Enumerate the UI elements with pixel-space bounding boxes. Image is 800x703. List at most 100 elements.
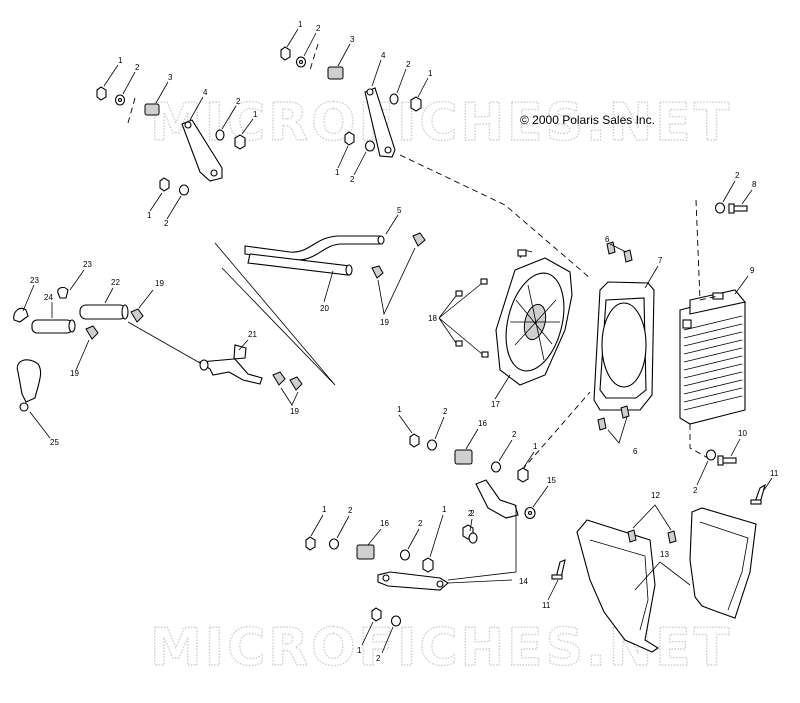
hose-clamp <box>85 325 99 340</box>
nut <box>410 96 422 112</box>
clip-25 <box>16 359 42 403</box>
callout-2: 2 <box>348 506 353 515</box>
callout-14: 14 <box>519 577 528 586</box>
watermark-top: MICROFICHES.NET <box>150 93 732 153</box>
hose-connector-24 <box>31 319 73 334</box>
nut <box>371 607 382 622</box>
callout-2: 2 <box>468 509 473 518</box>
callout-1: 1 <box>335 168 340 177</box>
callout-1: 1 <box>118 56 123 65</box>
mount-bracket <box>377 571 449 591</box>
callout-19: 19 <box>290 407 299 416</box>
mount-bracket <box>364 87 396 158</box>
rubber-mount-16 <box>454 449 473 465</box>
callout-6: 6 <box>605 235 610 244</box>
callout-3: 3 <box>350 35 355 44</box>
washer <box>328 538 340 550</box>
callout-1: 1 <box>298 20 303 29</box>
callout-17: 17 <box>491 400 500 409</box>
coolant-hose-group: 5 20 19 <box>214 206 426 386</box>
callout-12: 12 <box>651 491 660 500</box>
coolant-hose-5 <box>244 235 383 261</box>
washer <box>705 449 717 461</box>
callout-11: 11 <box>770 469 779 478</box>
middle-lower-mount-group: 1 2 16 2 1 15 2 <box>397 405 556 544</box>
callout-21: 21 <box>248 330 257 339</box>
tee-fitting-21 <box>198 344 263 385</box>
callout-7: 7 <box>658 256 663 265</box>
rubber-mount-16 <box>356 544 375 560</box>
callout-20: 20 <box>320 304 329 313</box>
callout-9: 9 <box>750 266 755 275</box>
callout-2: 2 <box>735 171 740 180</box>
callout-24: 24 <box>44 293 53 302</box>
callout-3: 3 <box>168 73 173 82</box>
nut <box>96 86 107 101</box>
screw <box>481 351 489 358</box>
left-fittings-group: 23 23 24 22 19 19 21 19 25 <box>13 260 303 447</box>
clip <box>623 249 633 263</box>
callout-6: 6 <box>633 447 638 456</box>
callout-19: 19 <box>155 279 164 288</box>
washer <box>389 93 399 105</box>
callout-25: 25 <box>50 438 59 447</box>
mount-bracket <box>475 479 519 519</box>
washer <box>490 461 502 473</box>
radiator-group: 2 8 9 10 2 11 <box>679 171 779 505</box>
callout-1: 1 <box>147 211 152 220</box>
callout-2: 2 <box>470 509 475 518</box>
callout-1: 1 <box>442 505 447 514</box>
callout-2: 2 <box>418 519 423 528</box>
washer <box>178 184 190 196</box>
callout-18: 18 <box>428 314 437 323</box>
bolt <box>721 457 737 464</box>
hose-clamp <box>130 308 144 323</box>
cooling-fan-group: 18 17 <box>428 249 573 409</box>
nut <box>517 467 529 483</box>
callout-1: 1 <box>533 442 538 451</box>
callout-1: 1 <box>428 69 433 78</box>
callout-2: 2 <box>693 486 698 495</box>
bolt <box>732 205 748 212</box>
callout-2: 2 <box>406 60 411 69</box>
clip <box>620 405 630 419</box>
radiator-fins <box>683 315 743 411</box>
mount-bracket <box>181 119 223 182</box>
callout-1: 1 <box>397 405 402 414</box>
shroud-opening <box>601 302 647 388</box>
center-upper-mount-group: 1 2 3 4 2 1 1 2 <box>280 20 433 184</box>
callout-2: 2 <box>376 654 381 663</box>
hose-22 <box>79 304 127 320</box>
callout-2: 2 <box>316 24 321 33</box>
callout-19: 19 <box>70 369 79 378</box>
hose-clamp <box>57 286 69 299</box>
callout-10: 10 <box>738 429 747 438</box>
bottom-mount-group: 1 2 16 2 1 2 14 1 2 <box>305 505 528 663</box>
callout-2: 2 <box>164 219 169 228</box>
hose-clamp <box>272 371 286 386</box>
clip-12 <box>667 530 677 544</box>
callout-1: 1 <box>253 110 258 119</box>
nut <box>234 134 246 150</box>
nut <box>159 177 170 192</box>
callout-2: 2 <box>135 63 140 72</box>
screw <box>455 290 463 297</box>
radiator-9 <box>679 295 746 425</box>
callout-4: 4 <box>381 51 386 60</box>
screw <box>480 278 488 285</box>
nut <box>409 433 420 448</box>
callout-22: 22 <box>111 278 120 287</box>
side-panel-13-right <box>689 507 757 619</box>
callout-2: 2 <box>350 175 355 184</box>
callout-8: 8 <box>752 180 757 189</box>
callout-1: 1 <box>322 505 327 514</box>
callout-23: 23 <box>30 276 39 285</box>
side-panel-group: 12 13 11 <box>542 491 757 653</box>
callout-2: 2 <box>236 97 241 106</box>
callout-2: 2 <box>443 407 448 416</box>
washer <box>399 549 411 561</box>
fan-connector <box>517 249 527 257</box>
nut <box>305 536 316 551</box>
